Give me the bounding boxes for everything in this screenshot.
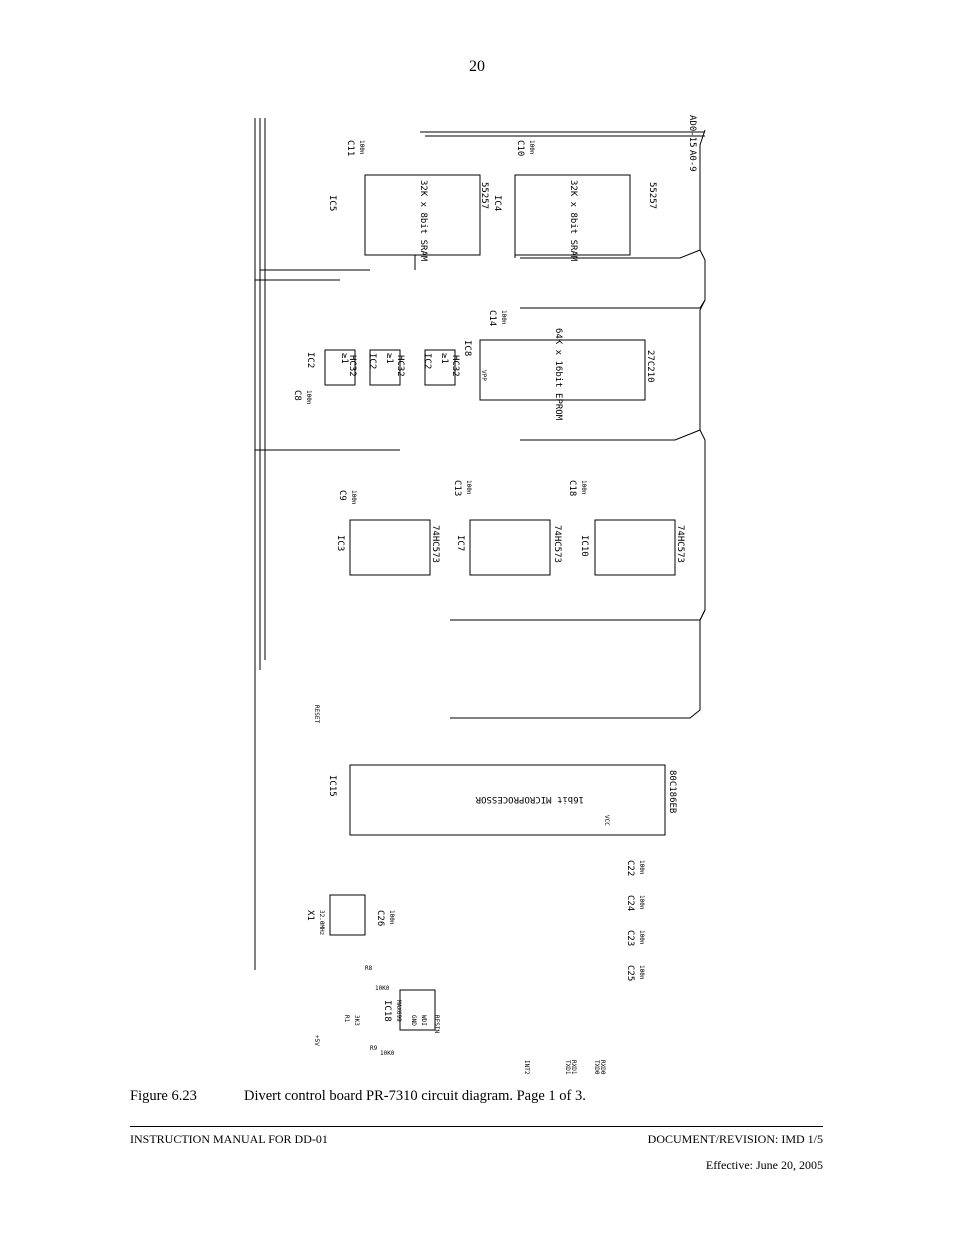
gnd-label: GND — [410, 1015, 417, 1026]
footer-manual-title: INSTRUCTION MANUAL FOR DD-01 — [130, 1132, 328, 1146]
ic10-part: 74HC573 — [675, 525, 685, 563]
ic7-part: 74HC573 — [552, 525, 562, 563]
ic2-gates: ≥1 IC2 HC32 ≥1 IC2 HC32 ≥1 IC2 HC32 C8 1… — [292, 349, 460, 405]
ic2c-title: ≥1 — [439, 353, 449, 364]
vcc-label: VCC — [603, 815, 610, 826]
r9-value: 10K0 — [380, 1050, 395, 1057]
c13-value: 100n — [465, 480, 472, 495]
footer-rule — [130, 1126, 823, 1127]
ic15-cpu: 16bit MICROPROCESSOR IC15 80C186EB RESET… — [313, 705, 677, 836]
r1-value: 3K3 — [353, 1015, 360, 1026]
figure-caption: Figure 6.23 Divert control board PR-7310 … — [130, 1088, 586, 1105]
c24-ref: C24 — [625, 895, 635, 911]
ic2a-title: ≥1 — [339, 353, 349, 364]
c26-value: 100n — [388, 910, 395, 925]
ic3-ref: IC3 — [335, 535, 345, 551]
c26-ref: C26 — [375, 910, 385, 926]
bus-a0-9-label: A0-9 — [687, 150, 697, 172]
r8-value: 10K0 — [375, 985, 390, 992]
c14-value: 100n — [500, 310, 507, 325]
ic4-title: 32K x 8bit SRAM — [568, 180, 578, 262]
reset-label: RESET — [313, 705, 320, 723]
figure-text: Divert control board PR-7310 circuit dia… — [244, 1088, 586, 1104]
c23-ref: C23 — [625, 930, 635, 946]
circuit-diagram: 32K x 8bit SRAM IC5 55257 C11 100n 32K x… — [250, 110, 720, 1085]
ic5-ref: IC5 — [327, 195, 337, 211]
footer-effective-date: Effective: June 20, 2005 — [705, 1158, 823, 1172]
ic4-ref: IC4 — [492, 195, 502, 211]
c11-value: 100n — [358, 140, 365, 155]
c18-value: 100n — [580, 480, 587, 495]
c25-value: 100n — [638, 965, 645, 980]
r1-ref: R1 — [343, 1015, 350, 1023]
r9-ref: R9 — [370, 1045, 378, 1052]
ic5-part: 55257 — [479, 182, 489, 209]
reset-section: IC18 MAX699 R1 3K3 R8 10K0 R9 10K0 +5V R… — [313, 965, 440, 1057]
ic10-ref: IC10 — [579, 535, 589, 557]
ic4-part: 55257 — [647, 182, 657, 209]
ic15-part: 80C186EB — [667, 770, 677, 813]
c24-value: 100n — [638, 895, 645, 910]
ic2b-ref: IC2 — [367, 353, 377, 369]
txd1-label: TXD1 — [564, 1060, 571, 1075]
r8-ref: R8 — [365, 965, 373, 972]
c10-ref: C10 — [515, 140, 525, 156]
c9-value: 100n — [350, 490, 357, 505]
ic7-ref: IC7 — [455, 535, 465, 551]
io-signals: INT2 TXD1 RXD1 TXD0 RXD0 — [523, 1060, 606, 1075]
ic2b-part: HC32 — [395, 355, 405, 377]
ic8-part: 27C210 — [645, 350, 655, 383]
x1-freq: 32.0MHz — [318, 910, 325, 936]
bus-ad0-15-label: AD0-15 — [687, 115, 697, 148]
ic8-ref: IC8 — [462, 340, 472, 356]
c18-ref: C18 — [567, 480, 577, 496]
int-label: INT2 — [523, 1060, 530, 1075]
ic5-sram: 32K x 8bit SRAM IC5 55257 C11 100n — [327, 140, 489, 262]
c22-ref: C22 — [625, 860, 635, 876]
circuit-svg: 32K x 8bit SRAM IC5 55257 C11 100n 32K x… — [254, 115, 706, 1075]
ic2b-title: ≥1 — [384, 353, 394, 364]
latches: IC3 74HC573 C9 100n IC7 74HC573 C13 100n… — [335, 480, 685, 576]
ic3-part: 74HC573 — [430, 525, 440, 563]
ic18-ref: IC18 — [382, 1000, 392, 1022]
ic5-title: 32K x 8bit SRAM — [418, 180, 428, 262]
resin-label: RESIN — [433, 1015, 440, 1033]
c23-value: 100n — [638, 930, 645, 945]
ic15-ref: IC15 — [327, 775, 337, 797]
page-number: 20 — [469, 58, 485, 75]
c8-value: 100n — [305, 390, 312, 405]
c14-ref: C14 — [487, 310, 497, 326]
txd0-label: TXD0 — [593, 1060, 600, 1075]
supply-label: +5V — [313, 1035, 320, 1046]
ic2a-ref: IC2 — [305, 352, 315, 368]
ic8-title: 64K x 16bit EPROM — [553, 328, 563, 421]
c25-ref: C25 — [625, 965, 635, 981]
c9-ref: C9 — [337, 490, 347, 501]
ic2a-part: HC32 — [347, 355, 357, 377]
footer-revision: DOCUMENT/REVISION: IMD 1/5 — [647, 1132, 823, 1146]
rxd1-label: RXD1 — [570, 1060, 577, 1075]
ic8-eprom: 64K x 16bit EPROM IC8 27C210 VPP C14 100… — [462, 310, 655, 421]
c11-ref: C11 — [345, 140, 355, 156]
ic2c-ref: IC2 — [422, 353, 432, 369]
c22-value: 100n — [638, 860, 645, 875]
ic15-title: 16bit MICROPROCESSOR — [475, 794, 584, 804]
c13-ref: C13 — [452, 480, 462, 496]
c10-value: 100n — [528, 140, 535, 155]
c8-ref: C8 — [292, 390, 302, 401]
clock-section: X1 32.0MHz C26 100n C22 100n C24 100n C2… — [305, 860, 645, 981]
ic8-vpp: VPP — [480, 370, 487, 381]
ic4-sram: 32K x 8bit SRAM IC4 55257 C10 100n A0-9 … — [492, 115, 697, 262]
figure-label: Figure 6.23 — [130, 1088, 197, 1104]
ic2c-part: HC32 — [450, 355, 460, 377]
rxd0-label: RXD0 — [599, 1060, 606, 1075]
ic18-part: MAX699 — [395, 1000, 402, 1022]
wdi-label: WDI — [420, 1015, 427, 1026]
x1-ref: X1 — [305, 910, 315, 921]
